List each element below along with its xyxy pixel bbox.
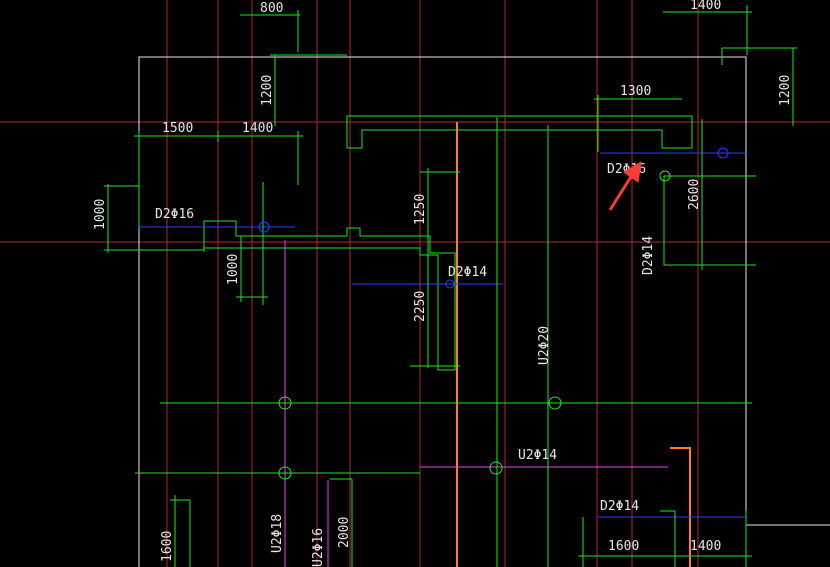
top-u-beam <box>346 115 693 149</box>
rebar-node <box>717 147 729 159</box>
slab-edge <box>138 56 747 567</box>
arrow-shaft <box>608 171 636 211</box>
label-d2-16-left: D2Φ16 <box>155 207 194 222</box>
dim-text-1400-bottom: 1400 <box>690 539 721 554</box>
dim-text-1200-left: 1200 <box>260 75 275 106</box>
dim-text-1400-mid: 1400 <box>242 121 273 136</box>
dim-text-1300: 1300 <box>620 84 651 99</box>
rebar-node <box>489 461 503 475</box>
dim-text-800: 800 <box>260 1 283 16</box>
rebar-node <box>445 279 455 289</box>
label-u2-18: U2Φ18 <box>270 514 285 553</box>
rebar-node <box>258 221 270 233</box>
red-pointer-arrow-icon <box>608 161 642 211</box>
label-u2-16: U2Φ16 <box>311 528 326 567</box>
dim-text-1500: 1500 <box>162 121 193 136</box>
beam-outlines <box>203 115 693 371</box>
rebar-bottom-right <box>670 447 691 567</box>
orange-rebars <box>456 122 691 567</box>
rebar-node <box>548 396 562 410</box>
dim-text-1600-bottom: 1600 <box>608 539 639 554</box>
label-d2-14-bottom: D2Φ14 <box>600 499 639 514</box>
dim-text-1000-left: 1000 <box>93 199 108 230</box>
left-hook <box>203 220 456 371</box>
dim-text-2000: 2000 <box>337 517 352 548</box>
dim-text-1200-right: 1200 <box>778 75 793 106</box>
dim-text-1600-left: 1600 <box>160 531 175 562</box>
slab-outline <box>138 56 830 567</box>
dim-text-2250: 2250 <box>413 291 428 322</box>
arrow-head <box>623 161 642 183</box>
rebar-node <box>278 466 292 480</box>
label-d2-14-center: D2Φ14 <box>448 265 487 280</box>
blue-nodes <box>258 147 729 289</box>
label-u2-20: U2Φ20 <box>537 326 552 365</box>
dim-text-1250: 1250 <box>413 194 428 225</box>
dim-text-1000-inner: 1000 <box>226 254 241 285</box>
label-d2-14-right: D2Φ14 <box>641 236 656 275</box>
dimension-lines <box>104 5 797 567</box>
dimension-labels: 800 1400 1200 1200 1300 1500 1400 1000 1… <box>93 0 793 562</box>
label-u2-14: U2Φ14 <box>518 448 557 463</box>
blue-rebars <box>139 152 746 518</box>
distribution-lines <box>135 117 752 567</box>
dim-text-1400-top: 1400 <box>690 0 721 13</box>
rebar-labels: D2Φ16 D2Φ16 D2Φ14 D2Φ14 D2Φ14 U2Φ20 U2Φ1… <box>155 162 656 567</box>
dim-text-2600: 2600 <box>687 179 702 210</box>
rebar-node <box>278 396 292 410</box>
